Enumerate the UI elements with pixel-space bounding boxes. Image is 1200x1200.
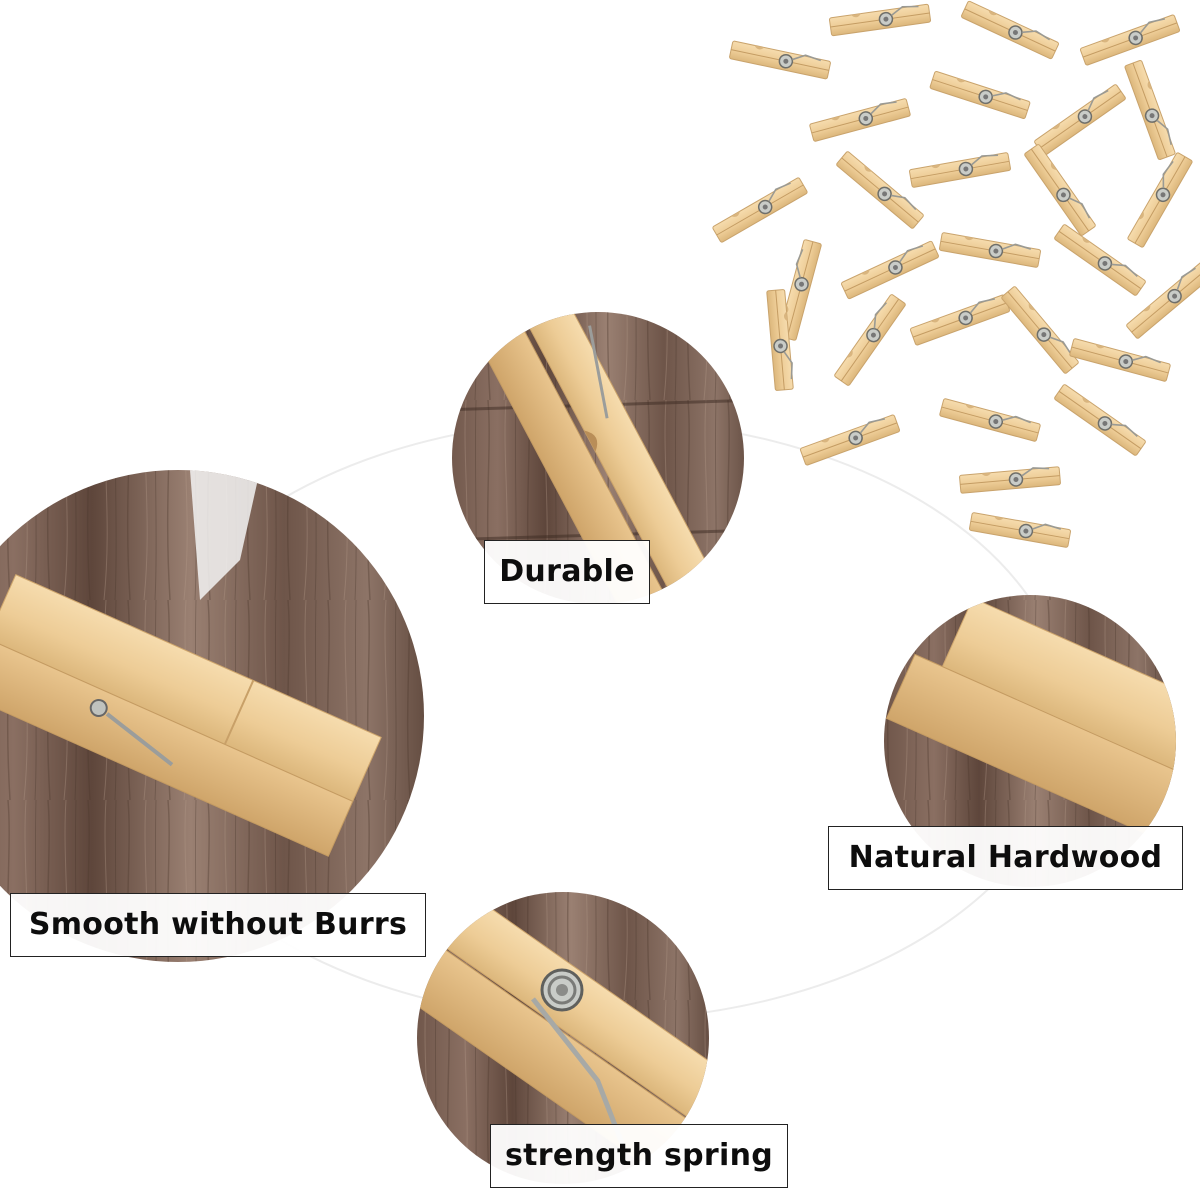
strength-spring-label: strength spring [490, 1124, 788, 1188]
natural-hardwood-label: Natural Hardwood [828, 826, 1183, 890]
smooth-without-burrs-label: Smooth without Burrs [10, 893, 426, 957]
smooth-detail-photo [0, 470, 424, 962]
spring-coil-icon [540, 968, 584, 1012]
clothespin-pile [710, 0, 1200, 549]
durable-label: Durable [484, 540, 650, 604]
